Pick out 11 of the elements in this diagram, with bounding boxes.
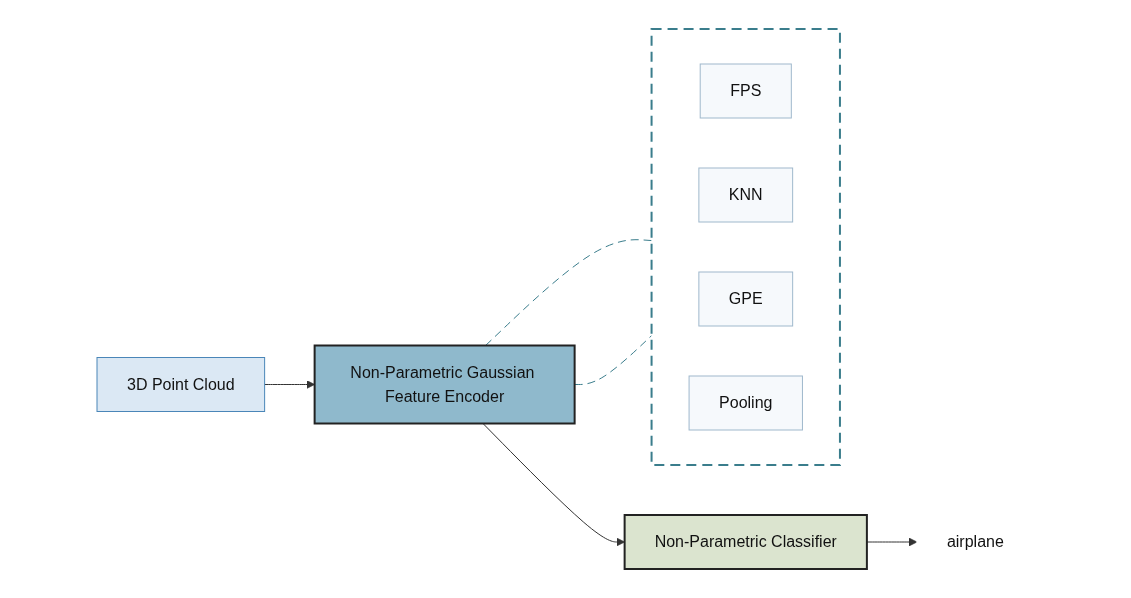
node-box: GPE [698,271,794,327]
node-box: FPS [699,63,792,119]
node-box: 3D Point Cloud [96,357,266,412]
node-box: Pooling [688,375,803,431]
node-text: airplane [946,533,1004,550]
node-box: KNN [698,167,794,223]
node-box: Non-Parametric Classifier [623,514,868,570]
arrow [866,537,918,547]
cluster [650,28,841,466]
node-box: Non-Parametric Gaussian Feature Encoder [313,344,576,425]
connector [574,335,653,385]
